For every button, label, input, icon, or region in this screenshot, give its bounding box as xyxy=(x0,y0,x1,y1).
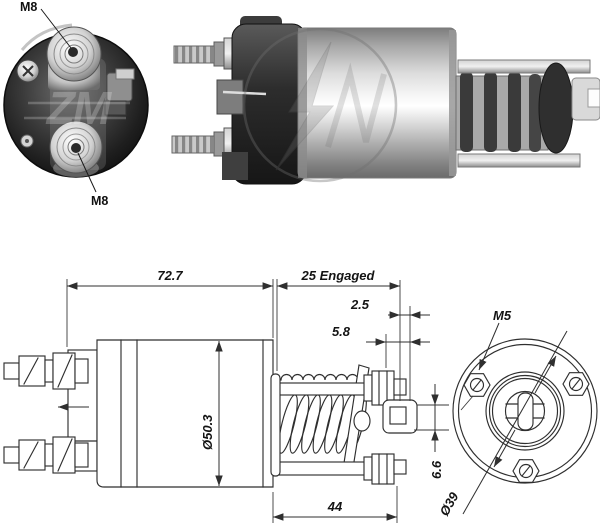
switch-cap-housing xyxy=(216,16,307,185)
plunger-and-spring xyxy=(455,59,600,168)
terminal-top-label: M8 xyxy=(20,0,37,14)
zm-watermark-icon: ZM xyxy=(24,82,130,134)
side-view-outline xyxy=(3,339,274,488)
plunger-rod-bottom xyxy=(278,461,366,476)
rear-flange-view xyxy=(452,330,598,515)
zm-logo-watermark-icon xyxy=(242,27,398,183)
connector-tab xyxy=(104,68,135,116)
dim-pin-label: 5.8 xyxy=(332,324,351,339)
plunger-rod-top xyxy=(278,382,366,396)
technical-drawing: 72.7 25 Engaged 2.5 5.8 Ø50.3 6.6 44 xyxy=(3,268,598,523)
terminal-bottom-label: M8 xyxy=(91,194,108,208)
terminal-callouts: M8 M8 xyxy=(20,0,108,208)
dim-overall-length-label: 72.7 xyxy=(157,268,183,283)
terminal-stud-top xyxy=(46,26,102,90)
screw-thread-label: M5 xyxy=(493,308,512,323)
terminal-bolt-bottom xyxy=(3,436,89,474)
side-view-photo xyxy=(171,16,600,185)
rivet-icon xyxy=(20,134,34,148)
center-slot xyxy=(517,392,534,431)
dim-body-diameter-label: Ø50.3 xyxy=(200,414,215,450)
plunger-spring-assembly xyxy=(270,364,418,485)
mount-screw-3 xyxy=(512,459,540,483)
lever-eye xyxy=(353,410,371,432)
terminal-bolt-top xyxy=(3,352,89,390)
spring-seat xyxy=(270,373,281,477)
dim-engaged-label: 25 Engaged xyxy=(301,268,376,283)
spring-top-coils xyxy=(280,374,359,381)
mount-screw-1 xyxy=(463,373,491,397)
rod-nut-bottom xyxy=(363,453,407,485)
fork-end xyxy=(382,399,418,434)
zm-watermark-text: ZM xyxy=(45,82,113,134)
dim-fork-offset-label: 6.6 xyxy=(429,460,444,479)
terminal-stud-bottom xyxy=(49,120,103,177)
phillips-screw-icon xyxy=(16,59,40,83)
mount-screw-2 xyxy=(562,372,590,396)
dim-gap-label: 2.5 xyxy=(350,297,370,312)
front-view-photo: ZM M8 M8 xyxy=(3,0,149,208)
dim-plunger-length-label: 44 xyxy=(327,499,343,514)
pilot-diameter-label: Ø39 xyxy=(437,489,462,518)
